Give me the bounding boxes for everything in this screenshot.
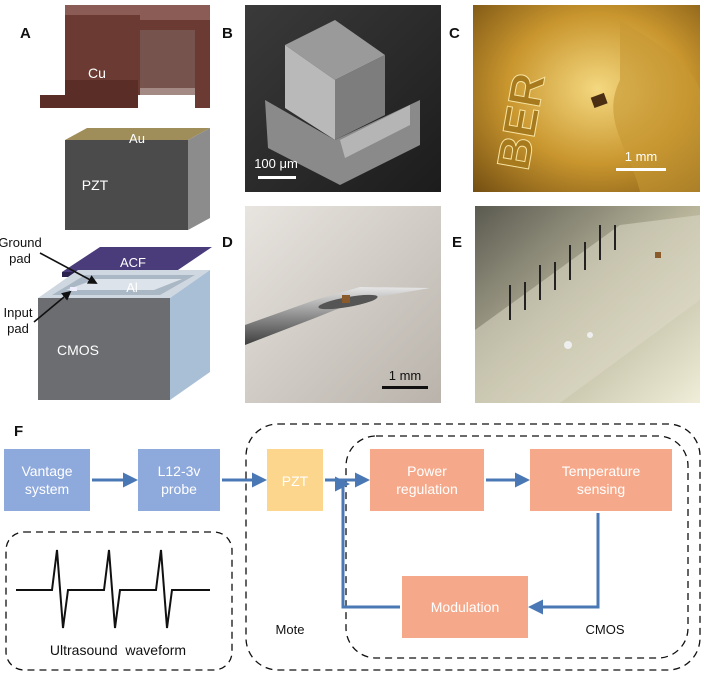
coin-mote-chip: [590, 92, 608, 109]
ground-pad-label-2: pad: [9, 251, 31, 266]
sem-die-top: [285, 20, 385, 80]
mote-label: Mote: [276, 622, 305, 637]
needle-scale-bar: [382, 386, 428, 389]
input-pad-label-2: pad: [7, 321, 29, 336]
needle-scale-label: 1 mm: [389, 368, 422, 383]
ground-pad-callout: Ground pad: [0, 235, 98, 284]
sem-die-left: [285, 45, 335, 140]
coin-scale-bar: [616, 168, 666, 171]
input-pad-callout: Input pad: [4, 290, 72, 336]
needle-mote-chip: [342, 295, 350, 303]
sem-scale-bar: [258, 176, 296, 179]
cmos-group-outline: [345, 435, 689, 659]
probe-block: L12-3v probe: [138, 449, 220, 511]
needle-shape: [245, 287, 430, 345]
vantage-label-1: Vantage: [21, 463, 72, 479]
waveform-label: Ultrasound waveform: [50, 642, 186, 658]
input-pad-label-1: Input: [4, 305, 33, 320]
coin-scale-label: 1 mm: [625, 149, 658, 164]
syringe-graduations: [509, 225, 616, 320]
panel-c: C BER 1 mm: [449, 5, 700, 192]
panel-d-letter: D: [222, 234, 233, 251]
temperature-label-1: Temperature: [562, 463, 641, 479]
panel-a: A Cu Au PZT ACF: [0, 5, 212, 400]
power-label-2: regulation: [396, 481, 458, 497]
syringe-mote-chip: [655, 252, 661, 258]
panel-d: D 1 mm: [222, 206, 441, 403]
panel-b: B 100 μm: [222, 5, 441, 192]
pzt-flow-block: PZT: [267, 449, 323, 511]
arrow-temperature-to-modulation: [528, 513, 600, 615]
syringe-barrel: [475, 215, 700, 403]
temperature-label-2: sensing: [577, 481, 625, 497]
ultrasound-waveform: [16, 549, 210, 629]
arrow-modulation-to-pzt: [335, 476, 400, 609]
al-label: Al: [126, 280, 138, 295]
modulation-label: Modulation: [431, 599, 500, 615]
probe-label-2: probe: [161, 481, 197, 497]
power-label-1: Power: [407, 463, 447, 479]
cmos-group-label: CMOS: [586, 622, 625, 637]
flow-arrows: [92, 472, 600, 615]
pzt-block: Au PZT: [65, 128, 210, 230]
acf-label: ACF: [120, 255, 146, 270]
panel-a-letter: A: [20, 25, 31, 42]
panel-c-letter: C: [449, 25, 460, 42]
waveform-group-outline: [5, 531, 233, 671]
pzt-layer-label: PZT: [82, 177, 109, 193]
vantage-label-2: system: [25, 481, 69, 497]
panel-e-letter: E: [452, 234, 462, 251]
cmos-layer-label: CMOS: [57, 342, 99, 358]
panel-b-letter: B: [222, 25, 233, 42]
au-label: Au: [129, 131, 145, 146]
temperature-sensing-block: Temperature sensing: [530, 449, 672, 511]
cu-label: Cu: [88, 65, 106, 81]
power-regulation-block: Power regulation: [370, 449, 484, 511]
probe-label-1: L12-3v: [158, 463, 201, 479]
pzt-flow-label: PZT: [282, 473, 309, 489]
panel-e: E: [452, 206, 700, 403]
panel-f: F Vantage system L12-3v probe PZT Power …: [4, 423, 701, 671]
mote-group-outline: [245, 423, 701, 671]
cu-layer: Cu: [40, 5, 210, 108]
panel-f-letter: F: [14, 423, 23, 440]
vantage-system-block: Vantage system: [4, 449, 90, 511]
sem-scale-label: 100 μm: [254, 156, 298, 171]
sem-die-right: [335, 55, 385, 140]
modulation-block: Modulation: [402, 576, 528, 638]
cmos-block: Al CMOS: [38, 270, 210, 400]
ground-pad-label-1: Ground: [0, 235, 42, 250]
